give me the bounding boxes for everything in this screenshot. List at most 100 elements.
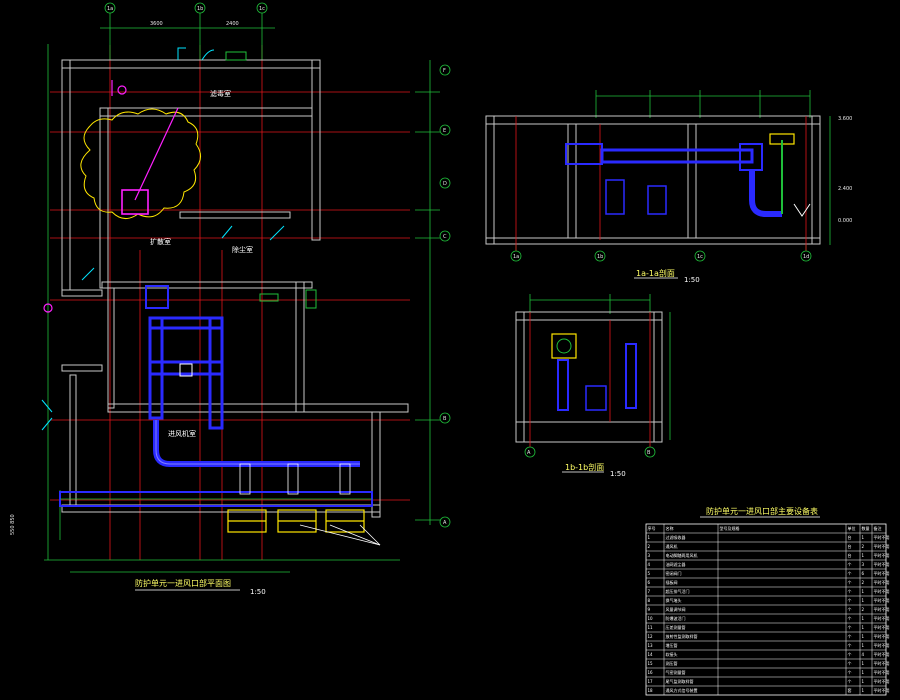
- table-cell: 个: [848, 652, 852, 657]
- section-b-walls: [515, 311, 663, 443]
- section-1b-view: A B 1b-1b剖面 1:50: [515, 294, 671, 478]
- filter-units: [227, 509, 365, 533]
- door-tag: [225, 51, 247, 61]
- section-a-axis: 1a 1b 1c 1d 3.600 2.400 0.000: [510, 116, 852, 262]
- room-label: 扩散室: [150, 237, 171, 246]
- section-a-ducts: [565, 133, 811, 217]
- table-cell: 平时不用: [874, 552, 890, 558]
- table-cell: 平时不用: [874, 534, 890, 540]
- table-cell: 平时不用: [874, 579, 890, 585]
- table-cell: 平时不用: [874, 570, 890, 576]
- table-cell: 个: [848, 580, 852, 585]
- section-a-walls: [485, 115, 821, 245]
- table-cell: 10: [648, 616, 654, 621]
- plan-view: 1a 1b 1c 3600 2400 F E D C B A: [10, 2, 451, 596]
- table-cell: 5: [648, 571, 651, 576]
- axis-label: 1a: [107, 6, 113, 12]
- table-cell: 个: [848, 598, 852, 603]
- table-cell: 个: [848, 670, 852, 675]
- axis-label: C: [443, 234, 447, 240]
- section-b-scale: 1:50: [610, 470, 626, 478]
- table-cell: 1: [862, 643, 865, 648]
- table-cell: 14: [648, 652, 654, 657]
- table-cell: 放射性监测取样管: [666, 633, 698, 639]
- section-b-dimensions: [529, 294, 671, 440]
- table-cell: 油网滤尘器: [666, 561, 686, 567]
- axis-label: 1b: [197, 6, 203, 12]
- table-cell: 6: [648, 580, 651, 585]
- table-cell: 风量调节阀: [666, 606, 686, 612]
- table-cell: 18: [648, 688, 654, 693]
- section-a-grid: [515, 116, 807, 252]
- table-cell: 13: [648, 643, 654, 648]
- table-cell: 平时不用: [874, 561, 890, 567]
- table-cell: 个: [848, 571, 852, 576]
- table-cell: 平时不用: [874, 606, 890, 612]
- axis-label: 1b: [597, 254, 603, 260]
- table-header-cell: 名称: [666, 525, 674, 531]
- table-cell: 平时不用: [874, 597, 890, 603]
- table-cell: 气密测量管: [666, 669, 686, 675]
- table-cell: 平时不用: [874, 615, 890, 621]
- axis-label: A: [527, 450, 531, 456]
- table-cell: 2: [862, 607, 865, 612]
- table-border: [645, 523, 887, 696]
- dim-label: 2400: [226, 21, 239, 27]
- table-cell: 插板阀: [666, 579, 678, 585]
- table-cell: 通风机: [666, 543, 678, 549]
- table-cell: 个: [848, 661, 852, 666]
- axis-label: B: [443, 416, 447, 422]
- table-header-cell: 数量: [862, 525, 870, 531]
- table-cell: 压差测量管: [666, 624, 686, 630]
- table-cell: 个: [848, 679, 852, 684]
- section-1a-view: 1a 1b 1c 1d 3.600 2.400 0.000 1a-1a剖面 1:…: [485, 90, 852, 284]
- axis-label: 1c: [259, 6, 265, 12]
- table-cell: 2: [862, 544, 865, 549]
- table-cell: 电动脚踏两用风机: [666, 552, 698, 558]
- table-cell: 平时不用: [874, 543, 890, 549]
- table-cell: 平时不用: [874, 678, 890, 684]
- section-a-dimensions: [515, 90, 831, 252]
- axis-label: F: [443, 68, 446, 74]
- axis-label: 1a: [513, 254, 519, 260]
- table-cell: 17: [648, 679, 654, 684]
- elevation-label: 3.600: [838, 116, 852, 122]
- table-cell: 台: [848, 534, 852, 540]
- axis-label: E: [443, 128, 446, 134]
- dim-label: 3600: [150, 21, 163, 27]
- room-label: 除尘室: [232, 245, 253, 254]
- table-cell: 平时不用: [874, 588, 890, 594]
- axis-label: 1d: [803, 254, 809, 260]
- door-tag: [305, 289, 317, 309]
- plan-grid-lines: [50, 45, 410, 560]
- table-cell: 个: [848, 634, 852, 639]
- table-cell: 软接头: [666, 651, 678, 657]
- table-grid: [645, 523, 887, 696]
- table-cell: 超压排气活门: [666, 588, 690, 594]
- room-label: 进风机室: [168, 429, 196, 438]
- table-cell: 4: [862, 652, 865, 657]
- table-cell: 平时不用: [874, 642, 890, 648]
- table-cell: 个: [848, 607, 852, 612]
- table-cell: 台: [848, 543, 852, 549]
- table-cell: 个: [848, 643, 852, 648]
- doors: [41, 47, 285, 431]
- table-cell: 3: [648, 553, 651, 558]
- section-a-scale: 1:50: [684, 276, 700, 284]
- table-cell: 平时不用: [874, 687, 890, 693]
- table-cell: 平时不用: [874, 633, 890, 639]
- table-cell: 平时不用: [874, 624, 890, 630]
- table-cell: 1: [862, 670, 865, 675]
- plan-walls: [61, 59, 409, 518]
- table-cell: 1: [862, 598, 865, 603]
- table-cell: 平时不用: [874, 669, 890, 675]
- room-label: 滤毒室: [210, 89, 231, 98]
- section-b-axis: A B: [524, 446, 656, 458]
- table-cell: 1: [862, 616, 865, 621]
- section-b-title: 1b-1b剖面: [565, 462, 604, 472]
- side-dim-label: 550 850: [10, 514, 16, 535]
